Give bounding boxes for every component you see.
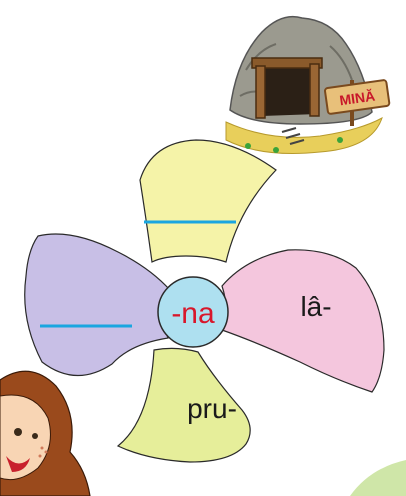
petal-bottom <box>116 347 251 463</box>
petal-left <box>24 233 171 377</box>
right-petal-syllable: lâ- <box>300 291 331 322</box>
petal-right <box>221 249 385 393</box>
green-leaf-decoration <box>350 460 406 496</box>
mine-illustration: MINĂ <box>225 15 391 154</box>
mine-sign-label: MINĂ <box>338 88 376 109</box>
center-syllable: -na <box>171 297 215 330</box>
flower-petals <box>24 139 385 463</box>
bottom-petal-syllable: pru- <box>187 393 237 424</box>
flower-center: -na <box>157 276 229 348</box>
petal-top <box>139 139 277 263</box>
girl-character <box>0 370 91 496</box>
